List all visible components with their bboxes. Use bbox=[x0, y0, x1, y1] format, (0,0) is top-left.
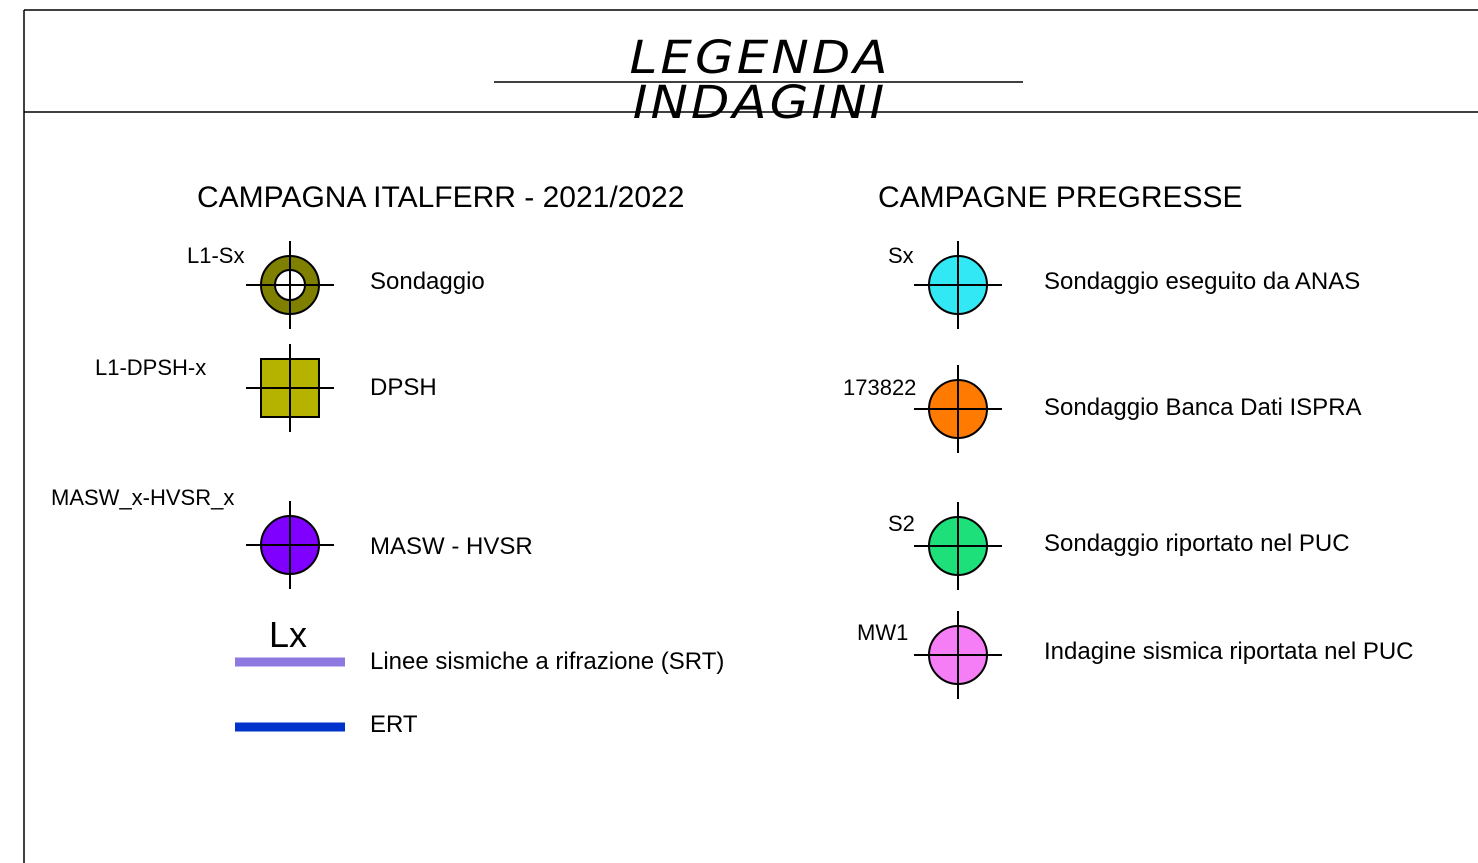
legend-item-label: DPSH bbox=[370, 374, 437, 401]
line-code: Lx bbox=[269, 614, 308, 655]
legend-item-label: Sondaggio riportato nel PUC bbox=[1044, 530, 1350, 557]
ring-crosshair-icon bbox=[246, 241, 334, 329]
circle-crosshair-icon bbox=[914, 365, 1002, 453]
circle-crosshair-icon bbox=[914, 611, 1002, 699]
symbol-code: MW1 bbox=[857, 620, 909, 645]
symbol-code: L1-DPSH-x bbox=[95, 355, 207, 380]
symbol-code: Sx bbox=[888, 243, 914, 268]
symbol-code: MASW_x-HVSR_x bbox=[51, 485, 235, 510]
symbol-code: S2 bbox=[888, 511, 915, 536]
legend-item-label: Sondaggio Banca Dati ISPRA bbox=[1044, 394, 1362, 421]
legend-item-label: Linee sismiche a rifrazione (SRT) bbox=[370, 648, 725, 675]
legend-item-label: MASW - HVSR bbox=[370, 533, 533, 560]
symbol-code: L1-Sx bbox=[187, 243, 245, 268]
legend-title: LEGENDA INDAGINI bbox=[629, 31, 891, 129]
legend-item-label: ERT bbox=[370, 711, 418, 738]
circle-crosshair-icon bbox=[246, 501, 334, 589]
circle-crosshair-icon bbox=[914, 241, 1002, 329]
section-heading-pregresse: CAMPAGNE PREGRESSE bbox=[878, 181, 1243, 214]
square-crosshair-icon bbox=[246, 344, 334, 432]
legend-item-label: Sondaggio bbox=[370, 268, 485, 295]
circle-crosshair-icon bbox=[914, 502, 1002, 590]
section-heading-italferr: CAMPAGNA ITALFERR - 2021/2022 bbox=[197, 181, 685, 214]
symbol-code: 173822 bbox=[843, 375, 917, 400]
legend-item-label: Sondaggio eseguito da ANAS bbox=[1044, 268, 1361, 295]
legend-item-label: Indagine sismica riportata nel PUC bbox=[1044, 638, 1414, 665]
